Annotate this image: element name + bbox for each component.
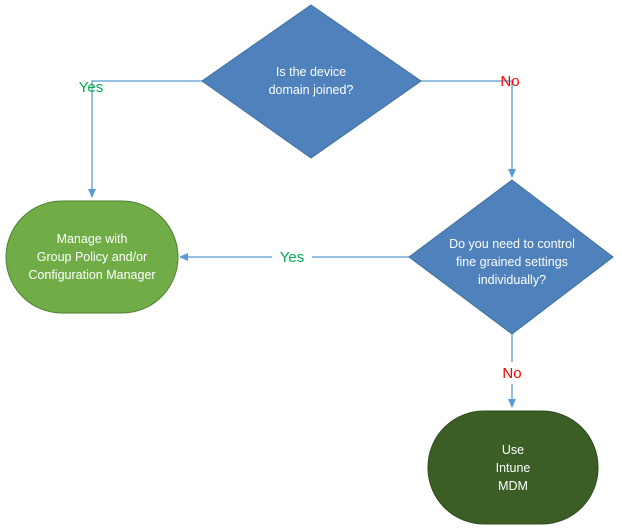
decision-domain-joined-line2: domain joined? (269, 83, 354, 97)
terminal-intune-line1: Use (502, 443, 524, 457)
edge-label-domain-yes: Yes (79, 79, 103, 96)
decision-domain-joined-shape (201, 4, 422, 159)
decision-fine-grained-line3: individually? (478, 273, 546, 287)
terminal-intune-shape (427, 410, 599, 525)
decision-fine-grained-line2: fine grained settings (456, 255, 568, 269)
terminal-group-policy-line3: Configuration Manager (28, 268, 155, 282)
decision-domain-joined-line1: Is the device (276, 65, 346, 79)
terminal-intune: Use Intune MDM (427, 410, 599, 525)
terminal-group-policy-shape (5, 200, 179, 314)
terminal-group-policy-line1: Manage with (57, 232, 128, 246)
decision-fine-grained: Do you need to control fine grained sett… (408, 179, 614, 335)
decision-fine-grained-shape (408, 179, 614, 335)
edge-domain-no (421, 80, 516, 178)
terminal-group-policy: Manage with Group Policy and/or Configur… (5, 200, 179, 314)
edge-label-fine-yes: Yes (280, 249, 304, 266)
decision-fine-grained-line1: Do you need to control (449, 237, 575, 251)
edge-domain-yes (88, 80, 202, 198)
edge-label-domain-no: No (500, 73, 519, 90)
decision-domain-joined: Is the device domain joined? (201, 4, 422, 159)
terminal-intune-line3: MDM (498, 479, 528, 493)
terminal-intune-line2: Intune (496, 461, 531, 475)
terminal-group-policy-line2: Group Policy and/or (37, 250, 147, 264)
edge-label-fine-no: No (502, 365, 521, 382)
